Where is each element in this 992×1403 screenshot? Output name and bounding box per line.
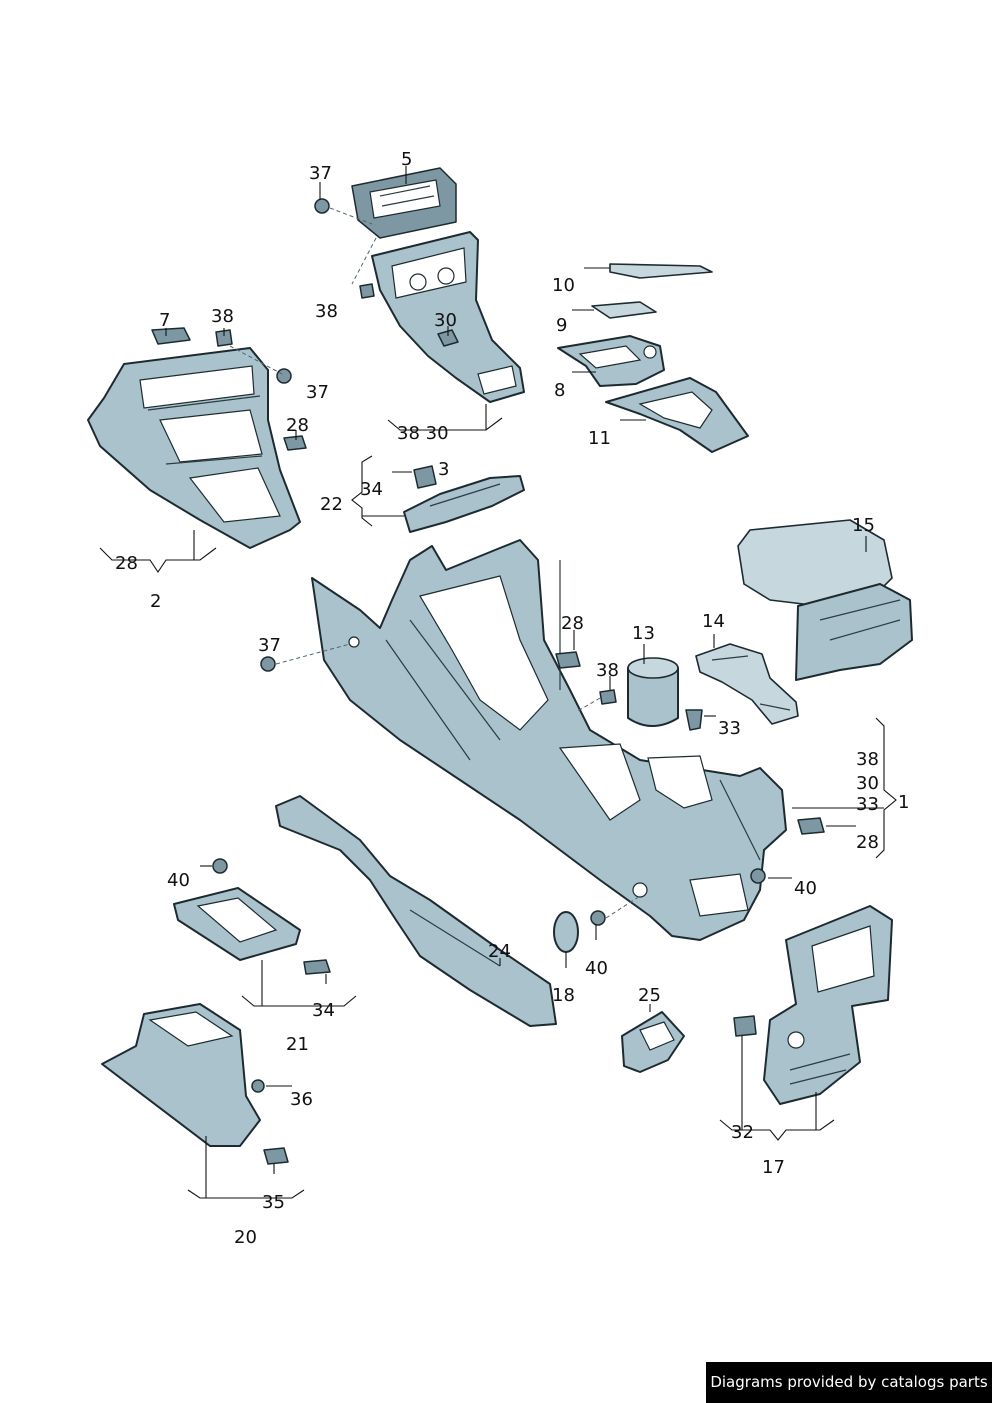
callout-30-a: 30	[434, 310, 457, 331]
callout-2: 2	[150, 591, 161, 612]
part-34-clip-b	[303, 959, 331, 975]
callout-40-a: 40	[794, 878, 817, 899]
clip-38-c	[599, 689, 617, 705]
part-15-armrest	[737, 519, 913, 681]
callout-38-d: 38	[856, 749, 879, 770]
callout-18: 18	[552, 985, 575, 1006]
part-28-clip-a	[283, 435, 307, 451]
callout-15: 15	[852, 515, 875, 536]
screw-40-a	[750, 868, 766, 884]
callout-28-c: 28	[561, 613, 584, 634]
clip-28-c	[555, 651, 581, 669]
callout-40-b: 40	[167, 870, 190, 891]
callout-28-d: 28	[856, 832, 879, 853]
part-38-clip-a	[215, 329, 233, 347]
callout-28-b: 28	[115, 553, 138, 574]
part-20-storage-box	[101, 1003, 265, 1147]
callout-13: 13	[632, 623, 655, 644]
part-32-clip	[733, 1015, 757, 1037]
part-24-air-duct	[275, 795, 557, 1027]
clip-28-d	[797, 817, 825, 835]
part-11-bezel	[605, 377, 749, 453]
callout-36: 36	[290, 1089, 313, 1110]
callout-11: 11	[588, 428, 611, 449]
part-22-bracket	[403, 465, 525, 533]
callout-labels: 37 5 38 30 38 30 10 9 8 11 7 38 37 28 28…	[115, 149, 909, 1248]
callout-17: 17	[762, 1157, 785, 1178]
callout-21: 21	[286, 1034, 309, 1055]
leader-lines	[99, 166, 897, 1199]
part-1-main-console	[311, 539, 787, 941]
callout-37-b: 37	[306, 382, 329, 403]
screw-40-b	[212, 858, 228, 874]
callout-35: 35	[262, 1192, 285, 1213]
part-18-cap	[553, 911, 579, 953]
callout-20: 20	[234, 1227, 257, 1248]
callout-22: 22	[320, 494, 343, 515]
callout-3: 3	[438, 459, 449, 480]
part-13-cup	[627, 657, 679, 727]
callout-34-a: 34	[360, 479, 383, 500]
callout-38-b: 38	[211, 306, 234, 327]
callout-32: 32	[731, 1122, 754, 1143]
callout-7: 7	[159, 310, 170, 331]
screw-40-c	[590, 910, 606, 926]
part-7-switch	[151, 327, 191, 345]
callout-8: 8	[554, 380, 565, 401]
callout-38-a: 38	[315, 301, 338, 322]
callout-33-b: 33	[856, 794, 879, 815]
callout-40-c: 40	[585, 958, 608, 979]
part-10-mat	[609, 263, 713, 279]
part-14-mat	[695, 643, 799, 725]
callout-34-b: 34	[312, 1000, 335, 1021]
clip-38-top	[359, 283, 375, 299]
callout-25: 25	[638, 985, 661, 1006]
callout-30-b: 30	[856, 773, 879, 794]
screw-37-b	[276, 368, 292, 384]
callout-9: 9	[556, 315, 567, 336]
callout-1: 1	[898, 792, 909, 813]
screw-37-c	[260, 656, 276, 672]
callout-28-a: 28	[286, 415, 309, 436]
part-17-rear-panel	[763, 905, 893, 1105]
part-25-bracket	[621, 1011, 685, 1073]
part-21-frame	[173, 887, 301, 961]
callout-5: 5	[401, 149, 412, 170]
callout-37-c: 37	[258, 635, 281, 656]
credit-banner: Diagrams provided by catalogs parts	[706, 1362, 992, 1403]
part-5-frame	[351, 167, 457, 239]
callout-38-c: 38	[596, 660, 619, 681]
callout-38-30: 38 30	[397, 423, 449, 444]
part-2-front-section	[87, 347, 301, 549]
part-33-screw	[685, 709, 703, 731]
screw-37-a	[314, 198, 330, 214]
trim-panel-upper	[371, 231, 525, 403]
part-9-pad	[591, 301, 657, 319]
part-8-tray	[557, 335, 665, 387]
callout-14: 14	[702, 611, 725, 632]
part-35-clip	[263, 1147, 289, 1165]
callout-37-a: 37	[309, 163, 332, 184]
callout-24: 24	[488, 941, 511, 962]
callout-10: 10	[552, 275, 575, 296]
callout-33-a: 33	[718, 718, 741, 739]
